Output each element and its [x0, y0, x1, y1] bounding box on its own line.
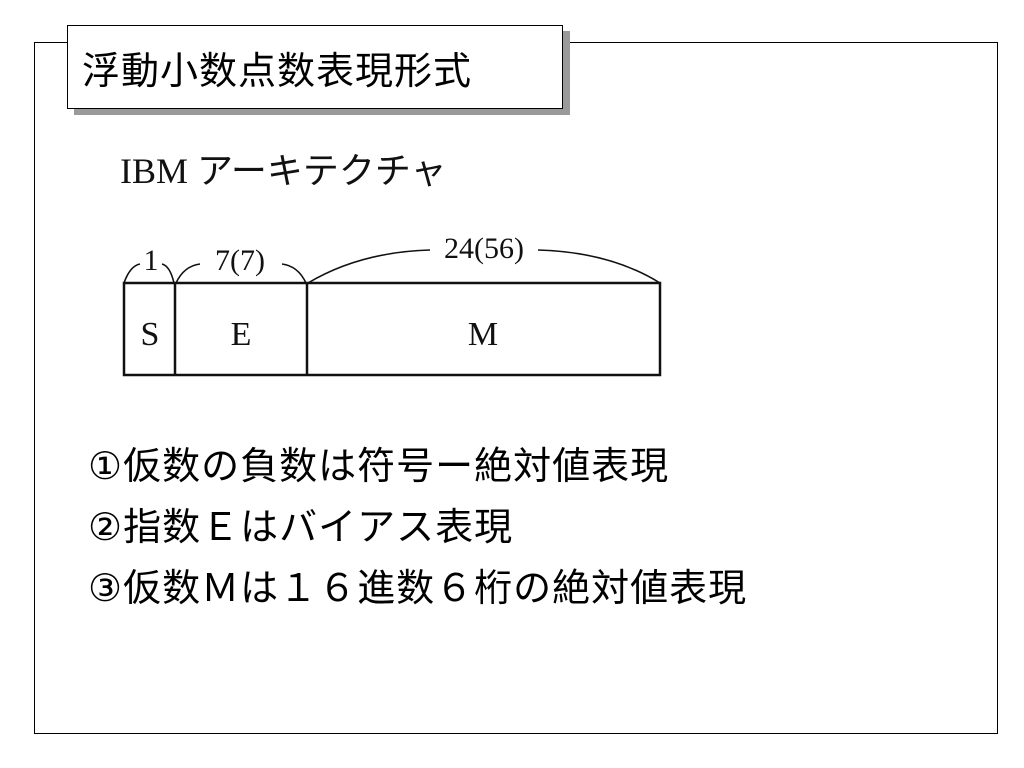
ibm-format-figure: IBM アーキテクチャ 1 7(7) 24(56) S E M	[100, 140, 700, 400]
field-m-width: 24(56)	[444, 232, 524, 265]
format-diagram: IBM アーキテクチャ 1 7(7) 24(56) S E M	[120, 151, 662, 377]
point-item: ③仮数Ｍは１６進数６桁の絶対値表現	[88, 566, 748, 610]
field-m-brace-right	[537, 249, 661, 284]
point-list: ①仮数の負数は符号ー絶対値表現 ②指数Ｅはバイアス表現 ③仮数Ｍは１６進数６桁の…	[88, 436, 968, 619]
field-e-width: 7(7)	[215, 244, 265, 277]
field-s-brace-left	[123, 263, 141, 284]
field-e-label: E	[231, 316, 252, 353]
field-m-brace-left	[307, 249, 431, 284]
format-word-box	[122, 281, 662, 377]
slide-title: 浮動小数点数表現形式	[82, 48, 473, 93]
point-item: ①仮数の負数は符号ー絶対値表現	[88, 444, 670, 488]
field-m-label: M	[468, 316, 498, 353]
field-e-brace-right	[281, 263, 307, 284]
field-s-brace-right	[161, 263, 175, 284]
figure-heading: IBM アーキテクチャ	[120, 151, 447, 191]
field-s-label: S	[141, 316, 160, 353]
slide-title-box: 浮動小数点数表現形式	[67, 25, 563, 109]
field-e-brace-left	[175, 263, 201, 284]
field-s-width: 1	[144, 244, 159, 277]
point-item: ②指数Ｅはバイアス表現	[88, 505, 514, 549]
